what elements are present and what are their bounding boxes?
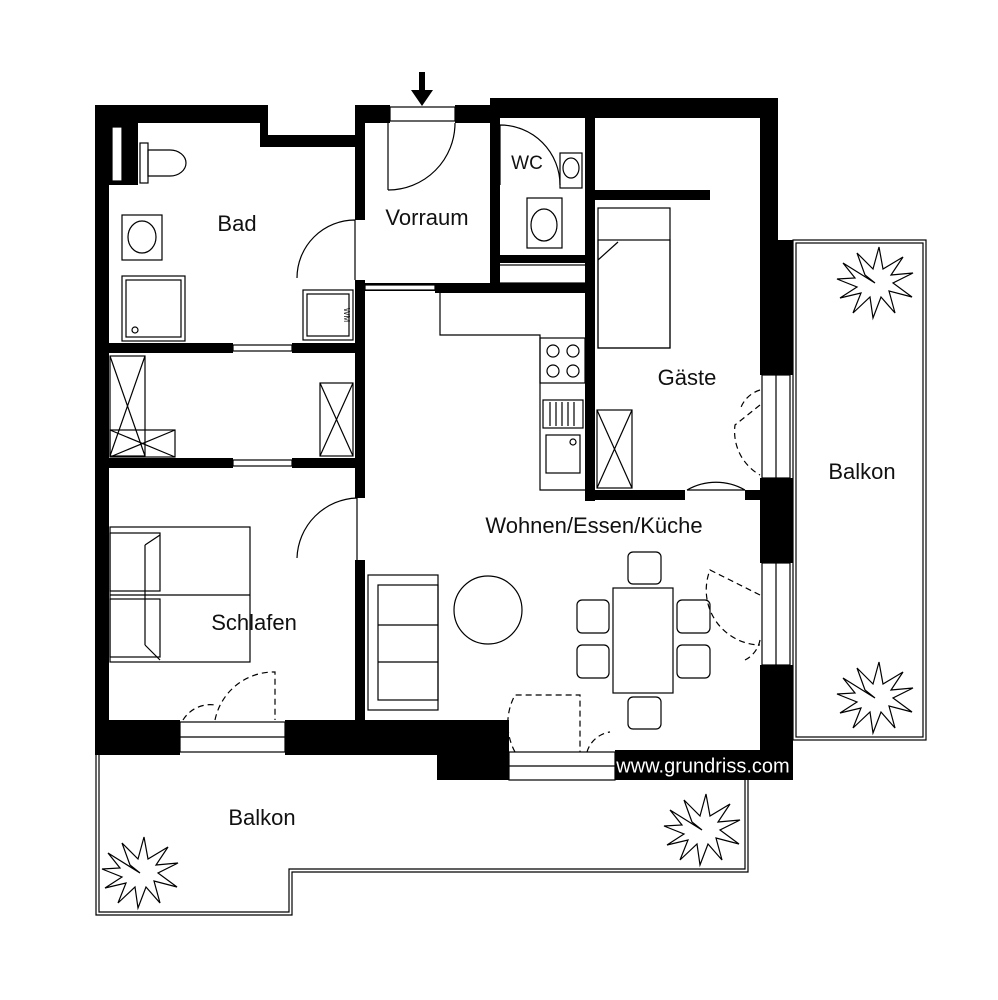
watermark: www.grundriss.com (615, 755, 789, 777)
dining-table (576, 551, 711, 730)
windows (179, 106, 791, 781)
walls (95, 98, 793, 780)
kitchen-counter (439, 290, 586, 491)
room-label-balkon-right: Balkon (828, 459, 895, 484)
plant-icon (663, 793, 741, 868)
washing-machine-label: WM (342, 308, 351, 323)
interior-walls (108, 105, 760, 725)
room-label-vorraum: Vorraum (385, 205, 468, 230)
doors (182, 122, 761, 753)
plant-icon (836, 661, 914, 736)
room-label-wc: WC (511, 153, 543, 174)
room-label-wohnen: Wohnen/Essen/Küche (485, 513, 702, 538)
hallway-wardrobes (109, 355, 354, 458)
bath-fixtures: WM (121, 142, 589, 342)
entrance-arrow-icon (411, 72, 433, 106)
room-label-bad: Bad (217, 211, 256, 236)
plant-icon (101, 836, 179, 911)
bed (109, 526, 251, 663)
room-label-balkon-bottom: Balkon (228, 805, 295, 830)
coffee-table (453, 575, 523, 645)
room-label-schlafen: Schlafen (211, 610, 297, 635)
plant-icon (836, 246, 914, 321)
sofa (367, 574, 439, 711)
room-label-gaeste: Gäste (658, 365, 717, 390)
balcony-bottom-outline (95, 752, 749, 916)
balcony-right-outline (792, 239, 927, 741)
guest-bed (596, 207, 671, 489)
